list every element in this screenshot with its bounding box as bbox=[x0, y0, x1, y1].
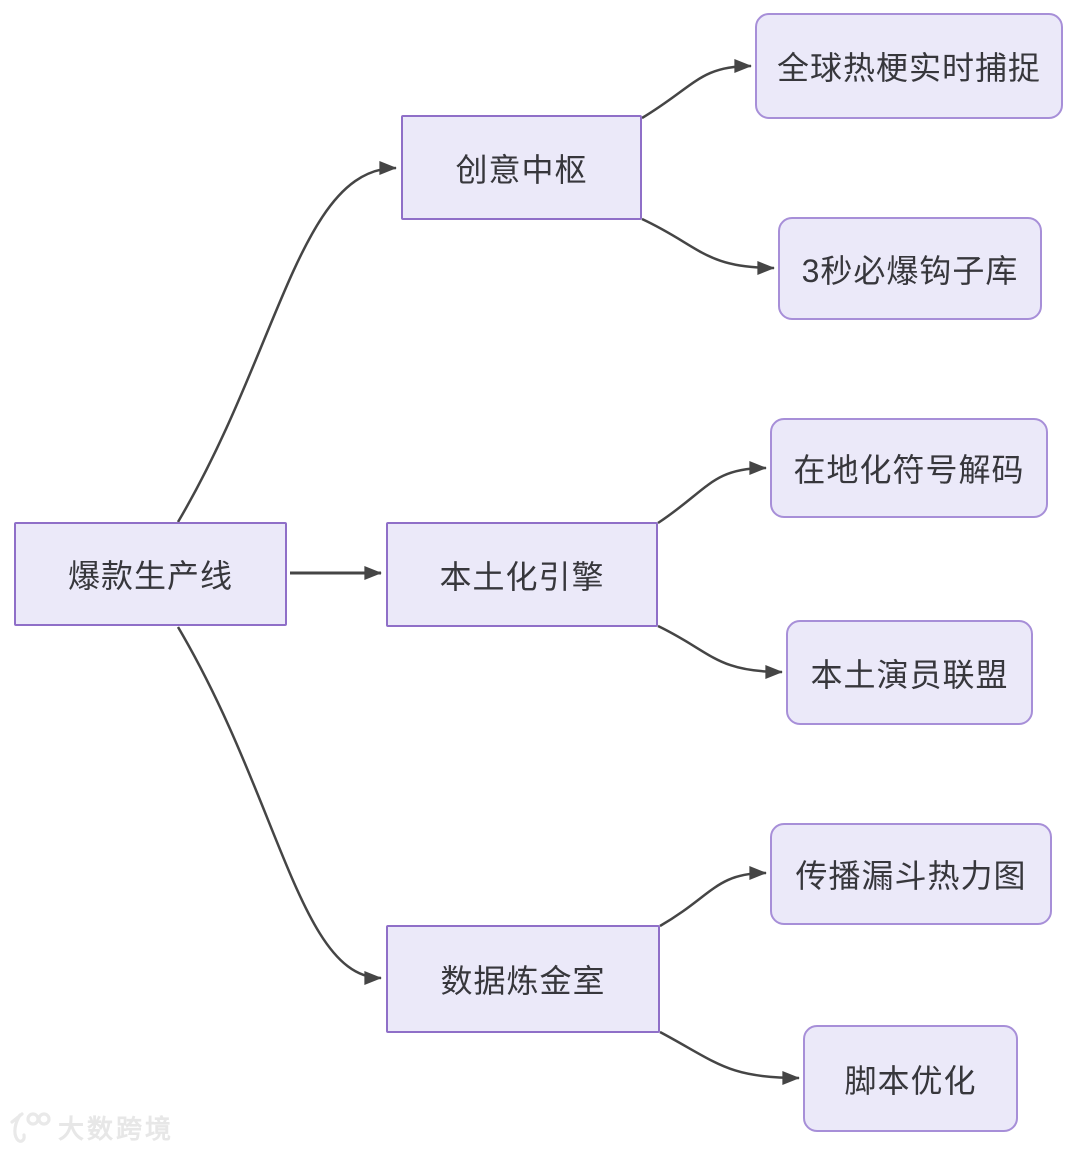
edge-data-to-funnel-heatmap bbox=[659, 866, 767, 928]
node-leaf-label: 本土演员联盟 bbox=[810, 656, 1009, 693]
node-leaf-label: 3秒必爆钩子库 bbox=[801, 252, 1019, 289]
edge-creative-to-hook-library bbox=[641, 217, 775, 275]
edge-root-to-data-alchemy bbox=[176, 626, 382, 985]
edge-root-to-creative-hub bbox=[176, 161, 397, 523]
edge-localization-to-actor-alliance bbox=[657, 624, 783, 679]
node-leaf-label: 在地化符号解码 bbox=[793, 452, 1025, 488]
watermark-text: 大数跨境 bbox=[58, 1113, 175, 1144]
watermark: 大数跨境 bbox=[8, 1108, 174, 1146]
node-leaf-symbol-decode[interactable]: 在地化符号解码 bbox=[770, 418, 1048, 518]
node-leaf-label: 全球热梗实时捕捉 bbox=[776, 50, 1041, 86]
node-branch-data-alchemy[interactable]: 数据炼金室 bbox=[386, 925, 660, 1033]
node-leaf-label: 脚本优化 bbox=[844, 1062, 977, 1099]
node-leaf-actor-alliance[interactable]: 本土演员联盟 bbox=[786, 620, 1033, 725]
node-branch-localization-engine[interactable]: 本土化引擎 bbox=[386, 522, 658, 627]
node-leaf-label: 传播漏斗热力图 bbox=[795, 858, 1027, 894]
node-leaf-script-optimization[interactable]: 脚本优化 bbox=[803, 1025, 1018, 1132]
edge-localization-to-symbol-decode bbox=[657, 461, 767, 525]
100-logo-icon bbox=[10, 1112, 51, 1143]
node-leaf-global-meme-capture[interactable]: 全球热梗实时捕捉 bbox=[755, 13, 1063, 119]
node-branch-label: 创意中枢 bbox=[455, 151, 588, 188]
edge-data-to-script-optimization bbox=[659, 1030, 800, 1085]
node-leaf-hook-library[interactable]: 3秒必爆钩子库 bbox=[778, 217, 1042, 320]
edge-creative-to-global-meme bbox=[641, 59, 752, 120]
node-branch-creative-hub[interactable]: 创意中枢 bbox=[401, 115, 642, 220]
node-branch-label: 数据炼金室 bbox=[440, 963, 606, 999]
node-leaf-funnel-heatmap[interactable]: 传播漏斗热力图 bbox=[770, 823, 1052, 925]
node-branch-label: 本土化引擎 bbox=[439, 558, 605, 595]
node-root-label: 爆款生产线 bbox=[67, 558, 233, 594]
node-root[interactable]: 爆款生产线 bbox=[14, 522, 287, 626]
